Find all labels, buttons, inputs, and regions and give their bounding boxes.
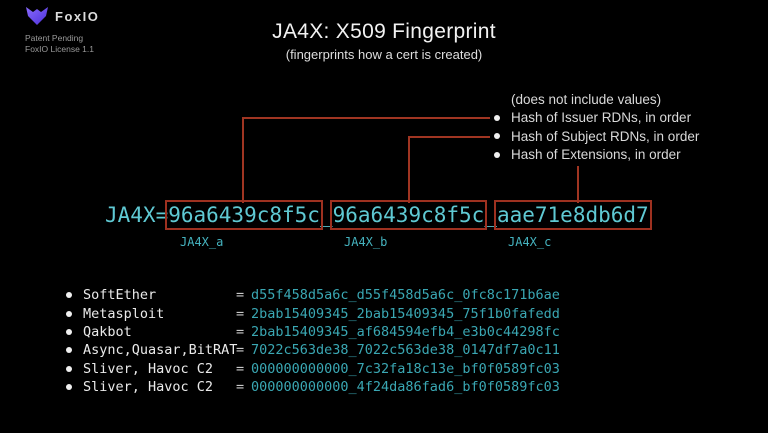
- bullet-icon: [494, 114, 500, 121]
- example-row: Sliver, Havoc C2 = 000000000000_7c32fa18…: [55, 360, 560, 378]
- annotation-item-extensions: Hash of Extensions, in order: [483, 146, 699, 165]
- bullet-icon: [66, 347, 72, 354]
- fingerprint-segment-c: aae71e8db6d7: [493, 200, 652, 230]
- brand-name: FoxIO: [55, 8, 100, 24]
- fingerprint-segment-a: 96a6439c8f5c: [165, 200, 323, 230]
- annotation-note-row: (does not include values): [483, 90, 699, 109]
- annotation-item-label: Hash of Subject RDNs, in order: [511, 128, 700, 144]
- fingerprint-segment-b: 96a6439c8f5c: [329, 200, 488, 230]
- bullet-col: [55, 365, 83, 372]
- connector-a-vertical: [242, 118, 244, 203]
- example-value: 000000000000_4f24da86fad6_bf0f0589fc03: [251, 379, 560, 396]
- example-value: 000000000000_7c32fa18c13e_bf0f0589fc03: [251, 360, 560, 377]
- bullet-icon: [66, 384, 72, 391]
- bullet-icon: [494, 133, 500, 140]
- bullet-col: [55, 328, 83, 335]
- segment-label-a: JA4X_a: [180, 235, 224, 249]
- example-value: 2bab15409345_2bab15409345_75f1b0fafedd: [251, 305, 560, 322]
- page-subtitle: (fingerprints how a cert is created): [285, 47, 483, 62]
- equals-sign: =: [236, 287, 245, 304]
- example-value: d55f458d5a6c_d55f458d5a6c_0fc8c171b6ae: [251, 287, 560, 304]
- example-name: Async,Quasar,BitRAT: [83, 342, 238, 359]
- title-block: JA4X: X509 Fingerprint (fingerprints how…: [0, 20, 768, 62]
- annotation-note: (does not include values): [511, 91, 662, 107]
- connector-a-horizontal: [242, 117, 490, 119]
- example-name: Sliver, Havoc C2: [83, 360, 214, 377]
- bullet-icon: [66, 328, 72, 335]
- bullet-col: [55, 347, 83, 354]
- bullet-col: [483, 114, 511, 121]
- example-row: SoftEther = d55f458d5a6c_d55f458d5a6c_0f…: [55, 286, 560, 304]
- segment-label-c: JA4X_c: [508, 235, 552, 249]
- brand-logo: FoxIO: [24, 6, 99, 26]
- bullet-col: [55, 310, 83, 317]
- equals-sign: =: [236, 342, 245, 359]
- connector-b-horizontal: [408, 136, 490, 138]
- example-name: Sliver, Havoc C2: [83, 379, 214, 396]
- ja4x-fingerprint: JA4X=96a6439c8f5c_96a6439c8f5c_aae71e8db…: [105, 200, 652, 230]
- bullet-col: [55, 292, 83, 299]
- fingerprint-separator: _: [319, 203, 333, 227]
- fox-logo-icon: [24, 6, 50, 26]
- equals-sign: =: [236, 360, 245, 377]
- bullet-icon: [494, 151, 500, 158]
- license-text: FoxIO License 1.1: [25, 43, 94, 54]
- bullet-icon: [66, 365, 72, 372]
- fingerprint-separator: _: [484, 203, 497, 227]
- connector-c-vertical: [577, 166, 579, 203]
- examples-list: SoftEther = d55f458d5a6c_d55f458d5a6c_0f…: [55, 286, 560, 396]
- bullet-col: [483, 151, 511, 158]
- annotation-item-issuer: Hash of Issuer RDNs, in order: [483, 109, 699, 128]
- example-value: 2bab15409345_af684594efb4_e3b0c44298fc: [251, 323, 560, 340]
- bullet-col: [483, 133, 511, 140]
- patent-pending-text: Patent Pending: [25, 33, 84, 43]
- legal-text: Patent Pending FoxIO License 1.1: [25, 33, 94, 54]
- example-value: 7022c563de38_7022c563de38_0147df7a0c11: [251, 342, 560, 359]
- fingerprint-prefix: JA4X=: [105, 203, 169, 227]
- segment-label-b: JA4X_b: [344, 235, 388, 249]
- annotation-item-label: Hash of Extensions, in order: [511, 147, 681, 163]
- connector-b-vertical: [408, 136, 410, 203]
- equals-sign: =: [236, 323, 245, 340]
- bullet-col: [55, 384, 83, 391]
- example-name: Qakbot: [83, 323, 132, 340]
- equals-sign: =: [236, 305, 245, 322]
- example-row: Async,Quasar,BitRAT = 7022c563de38_7022c…: [55, 341, 560, 359]
- bullet-icon: [66, 310, 72, 317]
- annotation-list: (does not include values) Hash of Issuer…: [483, 90, 699, 164]
- annotation-item-subject: Hash of Subject RDNs, in order: [483, 127, 699, 146]
- annotation-item-label: Hash of Issuer RDNs, in order: [511, 110, 692, 126]
- bullet-icon: [66, 292, 72, 299]
- example-name: Metasploit: [83, 305, 165, 322]
- equals-sign: =: [236, 379, 245, 396]
- example-row: Sliver, Havoc C2 = 000000000000_4f24da86…: [55, 378, 560, 396]
- example-row: Metasploit = 2bab15409345_2bab15409345_7…: [55, 304, 560, 322]
- page-title: JA4X: X509 Fingerprint: [272, 20, 496, 43]
- example-row: Qakbot = 2bab15409345_af684594efb4_e3b0c…: [55, 323, 560, 341]
- example-name: SoftEther: [83, 287, 157, 304]
